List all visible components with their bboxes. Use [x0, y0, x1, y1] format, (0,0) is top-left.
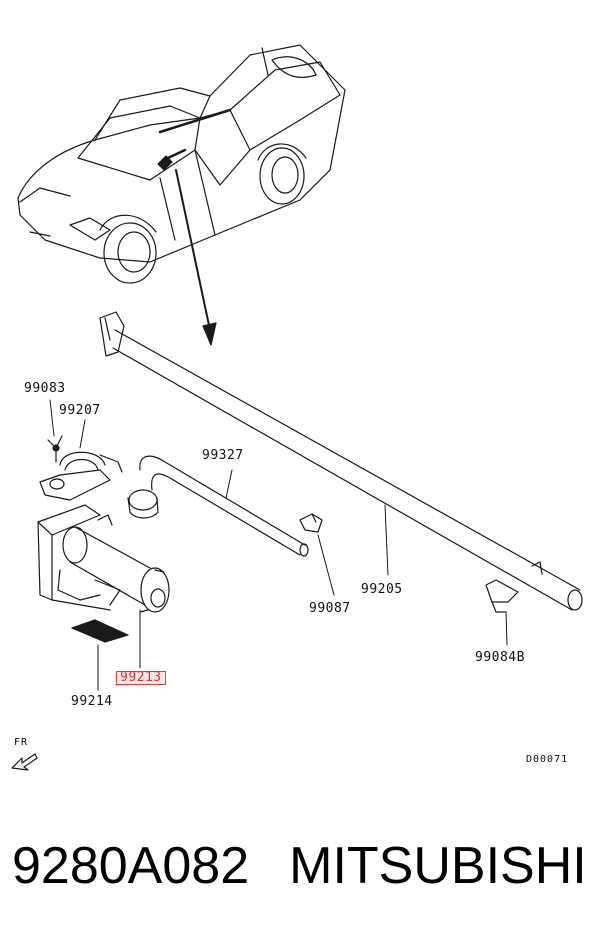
pointer-arrow — [175, 169, 217, 346]
washer-pump-99213 — [37, 504, 170, 669]
pickup-truck-illustration — [17, 44, 346, 284]
callout-99214: 99214 — [71, 694, 113, 709]
clip-99084b — [485, 579, 519, 646]
callout-99205: 99205 — [361, 582, 403, 597]
callout-99207: 99207 — [59, 403, 101, 418]
part-number: 9280A082 — [12, 837, 250, 895]
washer-hose-99327 — [127, 455, 309, 557]
bracket-99207 — [39, 419, 123, 501]
brand-name: MITSUBISHI — [289, 837, 587, 895]
callout-99087: 99087 — [309, 601, 351, 616]
callout-99327: 99327 — [202, 448, 244, 463]
washer-hose-99205 — [99, 311, 583, 611]
clip-99087 — [299, 513, 335, 596]
callout-99084b: 99084B — [475, 650, 525, 665]
parts-diagram — [11, 44, 583, 771]
callout-99083: 99083 — [24, 381, 66, 396]
wing-nut-99083 — [47, 399, 63, 463]
pad-99214 — [71, 619, 129, 691]
orientation-label: FR — [14, 737, 29, 748]
product-caption: 9280A082 MITSUBISHI — [12, 836, 592, 906]
front-direction-icon — [11, 753, 38, 771]
drawing-code: D00071 — [526, 754, 569, 765]
callout-99213-highlighted: 99213 — [116, 671, 166, 685]
